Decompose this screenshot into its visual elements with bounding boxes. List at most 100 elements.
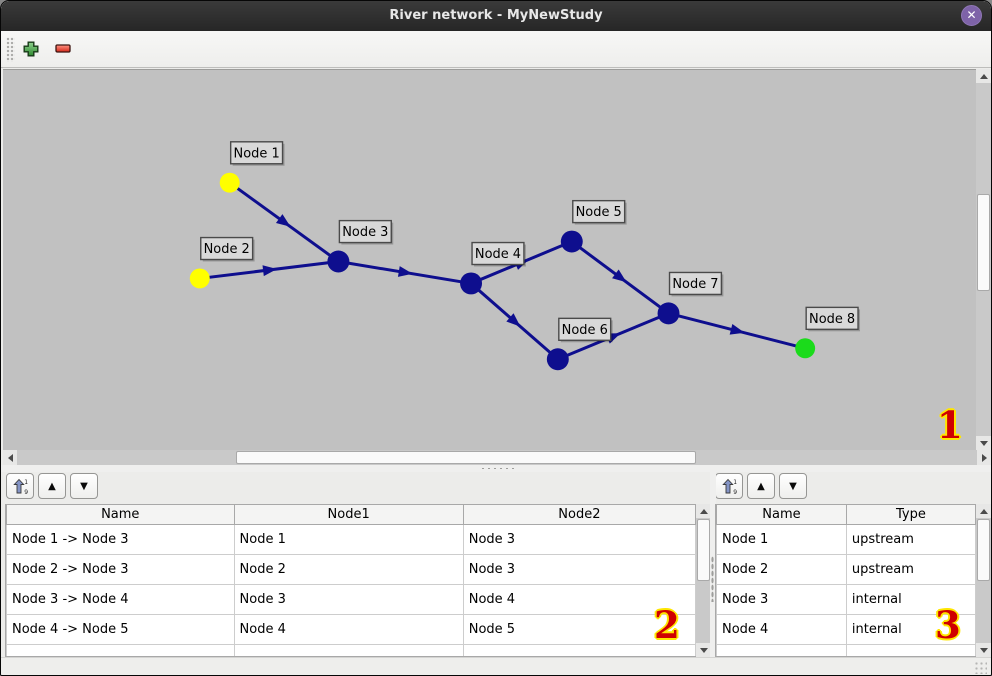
table-cell[interactable]: Node 3 xyxy=(462,523,696,555)
svg-text:Node 1: Node 1 xyxy=(234,146,280,161)
edge-arrow-icon xyxy=(397,266,413,277)
table-cell[interactable]: Node 3 -> Node 4 xyxy=(6,583,235,615)
column-header-type[interactable]: Type xyxy=(845,505,976,525)
node-label[interactable]: Node 1 xyxy=(229,141,285,166)
network-edge[interactable] xyxy=(199,260,339,280)
annotation-2: 2 xyxy=(654,603,680,647)
canvas-horizontal-scrollbar[interactable] xyxy=(3,450,991,465)
resize-grip-icon[interactable] xyxy=(974,661,987,674)
table-cell[interactable]: Node 4 -> Node 5 xyxy=(6,613,235,645)
network-edge[interactable] xyxy=(470,282,559,361)
table-row[interactable]: Node 4 -> Node 5 Node 4 Node 5 xyxy=(6,613,696,645)
toolbar xyxy=(1,31,991,68)
title-bar[interactable]: River network - MyNewStudy ✕ xyxy=(1,1,991,31)
table-cell[interactable]: Node 1 xyxy=(716,523,847,555)
table-cell[interactable]: Node 2 -> Node 3 xyxy=(6,553,235,585)
node-label[interactable]: Node 7 xyxy=(668,271,724,297)
table-cell[interactable]: Node 4 xyxy=(233,613,464,645)
scroll-thumb[interactable] xyxy=(697,519,710,581)
network-node[interactable] xyxy=(546,348,569,371)
column-header-node1[interactable]: Node1 xyxy=(233,505,464,525)
splitter-grip-icon xyxy=(480,467,514,470)
table-row[interactable]: Node 3 internal xyxy=(716,583,976,615)
table-row[interactable]: Node 1 -> Node 3 Node 1 Node 3 xyxy=(6,523,696,555)
table-cell[interactable] xyxy=(716,643,847,656)
nodes-sort-button[interactable]: 1 9 xyxy=(715,473,743,499)
nodes-vertical-scrollbar[interactable] xyxy=(976,504,991,657)
branches-vertical-scrollbar[interactable] xyxy=(696,504,711,657)
network-node[interactable] xyxy=(219,172,240,193)
network-canvas[interactable]: Node 1 Node 2 Node 3 Node 4 Node 5 Node 6 Node… xyxy=(3,69,976,450)
table-cell[interactable]: upstream xyxy=(845,553,976,585)
table-cell[interactable]: Node 4 xyxy=(716,613,847,645)
table-row[interactable] xyxy=(6,643,696,656)
table-cell[interactable] xyxy=(462,643,696,656)
table-cell[interactable]: Node 5 xyxy=(462,613,696,645)
table-cell[interactable]: Node 1 -> Node 3 xyxy=(6,523,235,555)
table-cell[interactable]: Node 3 xyxy=(233,583,464,615)
scroll-down-button[interactable] xyxy=(976,436,991,450)
table-cell[interactable]: Node 1 xyxy=(233,523,464,555)
table-row[interactable]: Node 2 upstream xyxy=(716,553,976,585)
table-cell[interactable] xyxy=(233,643,464,656)
table-cell[interactable]: Node 3 xyxy=(462,553,696,585)
horizontal-splitter[interactable] xyxy=(1,465,991,472)
scroll-up-button[interactable] xyxy=(976,69,991,83)
edge-arrow-icon xyxy=(729,324,745,335)
canvas-vertical-scrollbar[interactable] xyxy=(976,69,991,450)
table-row[interactable]: Node 2 -> Node 3 Node 2 Node 3 xyxy=(6,553,696,585)
table-cell[interactable] xyxy=(845,643,976,656)
table-cell[interactable] xyxy=(6,643,235,656)
network-node[interactable] xyxy=(560,230,583,253)
network-node[interactable] xyxy=(189,268,210,289)
close-button[interactable]: ✕ xyxy=(961,5,982,26)
table-row[interactable]: Node 3 -> Node 4 Node 3 Node 4 xyxy=(6,583,696,615)
table-row[interactable]: Node 1 upstream xyxy=(716,523,976,555)
table-cell[interactable]: Node 3 xyxy=(716,583,847,615)
network-node[interactable] xyxy=(657,302,680,325)
column-header-name[interactable]: Name xyxy=(716,505,847,525)
network-node[interactable] xyxy=(327,250,350,273)
table-row[interactable] xyxy=(716,643,976,656)
branches-sort-button[interactable]: 1 9 xyxy=(6,473,34,499)
column-header-name[interactable]: Name xyxy=(6,505,235,525)
scroll-left-button[interactable] xyxy=(3,450,17,465)
scroll-thumb[interactable] xyxy=(236,451,696,464)
node-label[interactable]: Node 8 xyxy=(805,306,861,332)
table-cell[interactable]: Node 2 xyxy=(716,553,847,585)
network-node[interactable] xyxy=(795,338,816,359)
nodes-move-down-button[interactable]: ▼ xyxy=(779,473,807,499)
node-label[interactable]: Node 3 xyxy=(338,219,394,245)
scroll-thumb[interactable] xyxy=(977,194,990,291)
scroll-up-button[interactable] xyxy=(976,504,991,518)
column-header-node2[interactable]: Node2 xyxy=(462,505,696,525)
network-edge[interactable] xyxy=(668,311,806,350)
table-cell[interactable]: Node 4 xyxy=(462,583,696,615)
network-edge[interactable] xyxy=(228,181,340,263)
status-bar xyxy=(1,657,991,675)
scroll-down-button[interactable] xyxy=(696,643,711,657)
table-cell[interactable]: Node 2 xyxy=(233,553,464,585)
scroll-down-button[interactable] xyxy=(976,643,991,657)
table-cell[interactable]: internal xyxy=(845,583,976,615)
svg-text:Node 2: Node 2 xyxy=(204,242,250,257)
branches-move-up-button[interactable]: ▲ xyxy=(38,473,66,499)
table-cell[interactable]: internal xyxy=(845,613,976,645)
remove-button[interactable] xyxy=(54,40,72,58)
node-label[interactable]: Node 2 xyxy=(200,236,255,262)
network-edge[interactable] xyxy=(570,240,670,315)
add-button[interactable] xyxy=(22,40,40,58)
node-label[interactable]: Node 6 xyxy=(558,317,613,343)
table-cell[interactable]: upstream xyxy=(845,523,976,555)
network-edge[interactable] xyxy=(338,260,472,285)
scroll-right-button[interactable] xyxy=(977,450,991,465)
scroll-thumb[interactable] xyxy=(977,519,990,581)
toolbar-grip-handle[interactable] xyxy=(6,37,15,62)
network-node[interactable] xyxy=(460,272,483,295)
nodes-move-up-button[interactable]: ▲ xyxy=(747,473,775,499)
vertical-splitter[interactable] xyxy=(710,472,716,657)
branches-move-down-button[interactable]: ▼ xyxy=(70,473,98,499)
node-label[interactable]: Node 4 xyxy=(471,241,526,267)
scroll-up-button[interactable] xyxy=(696,504,711,518)
node-label[interactable]: Node 5 xyxy=(572,199,627,225)
